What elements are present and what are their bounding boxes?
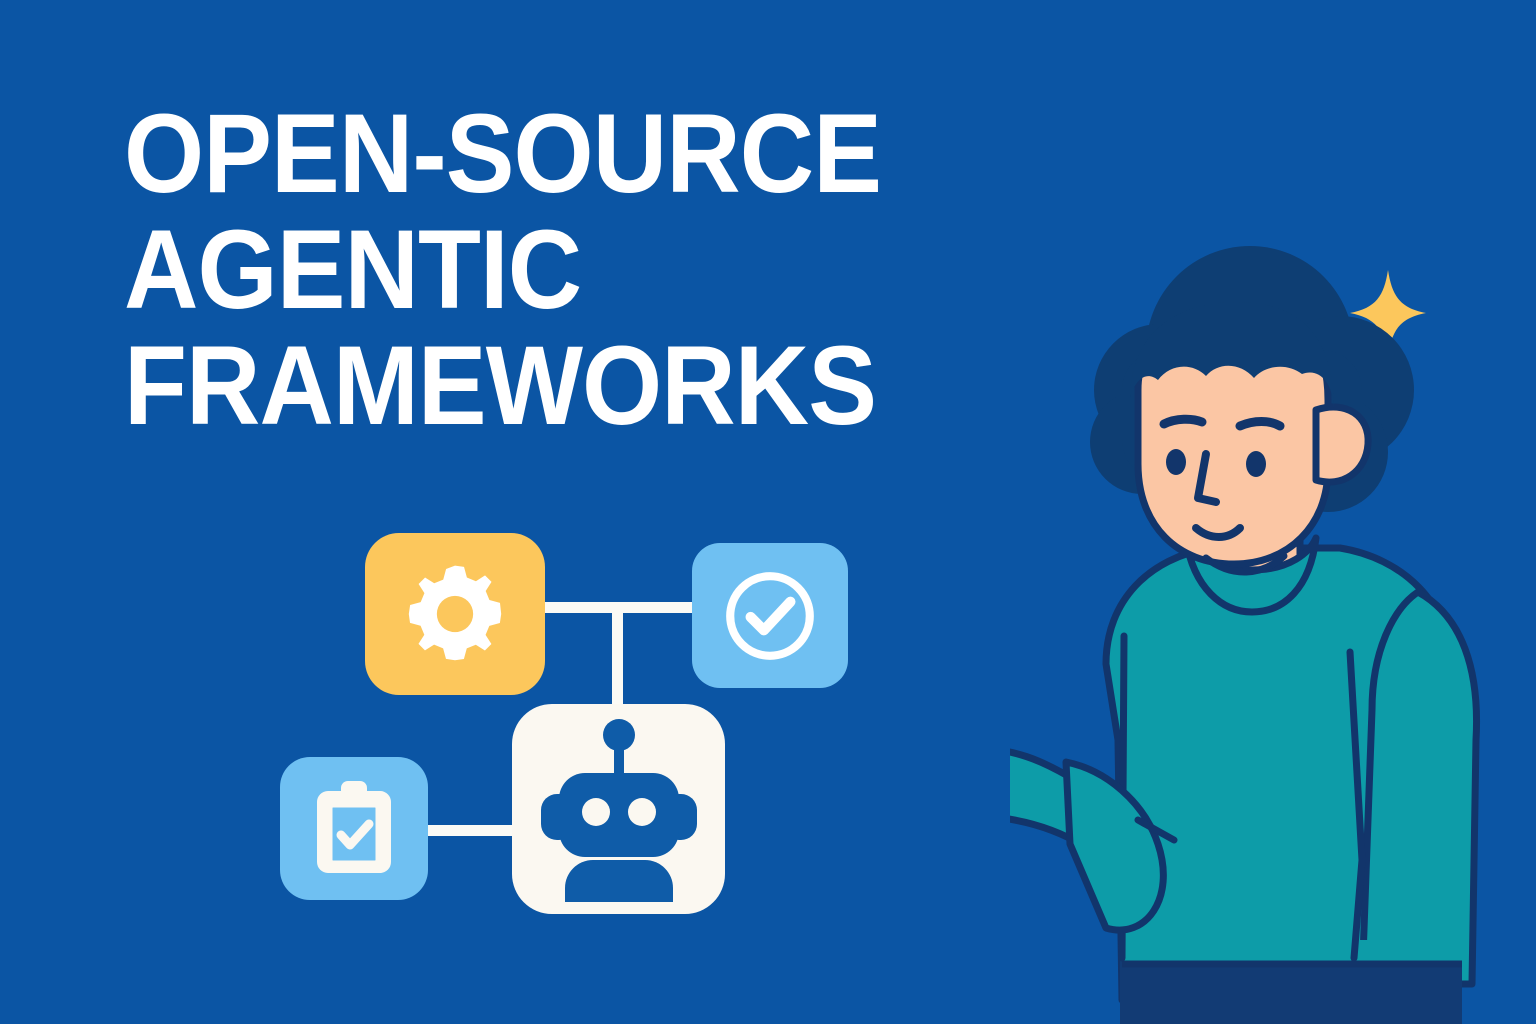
diagram-node-clipboard[interactable]: [280, 757, 428, 900]
diagram-node-gear[interactable]: [365, 533, 545, 695]
eye-right: [1246, 451, 1266, 477]
mouth: [1192, 524, 1244, 541]
diagram-node-check[interactable]: [692, 543, 848, 688]
title-line-3: FRAMEWORKS: [124, 323, 877, 448]
sweater-hem: [1122, 940, 1462, 964]
eye-left: [1166, 449, 1186, 475]
diagram-node-robot[interactable]: [512, 704, 725, 914]
eyebrow-left: [1159, 414, 1207, 429]
circle-check-icon: [726, 571, 814, 660]
pants-top: [1122, 964, 1462, 1024]
hair-fringe: [1130, 302, 1334, 408]
pointing-person-illustration: [812, 240, 1536, 1024]
clipboard-check-icon: [317, 780, 391, 873]
cuff-crease: [1134, 816, 1178, 844]
jaw-line: [1202, 552, 1288, 576]
connector-clipboard-to-robot: [424, 825, 520, 836]
connector-check-to-robot: [612, 602, 623, 708]
person-svg: [812, 246, 1481, 1024]
ear: [1312, 403, 1372, 486]
gear-icon: [408, 565, 502, 661]
page-title: OPEN-SOURCE AGENTIC FRAMEWORKS: [124, 96, 1044, 444]
sparkle-icon: [1348, 268, 1428, 358]
eyebrow-right: [1235, 417, 1285, 431]
sweater-seam-right: [1346, 648, 1366, 962]
title-line-2: AGENTIC: [124, 207, 582, 332]
nose: [1194, 450, 1220, 506]
right-sleeve: [1358, 588, 1481, 988]
title-line-1: OPEN-SOURCE: [124, 91, 882, 216]
forearm: [1062, 758, 1167, 934]
robot-icon: [540, 719, 697, 902]
